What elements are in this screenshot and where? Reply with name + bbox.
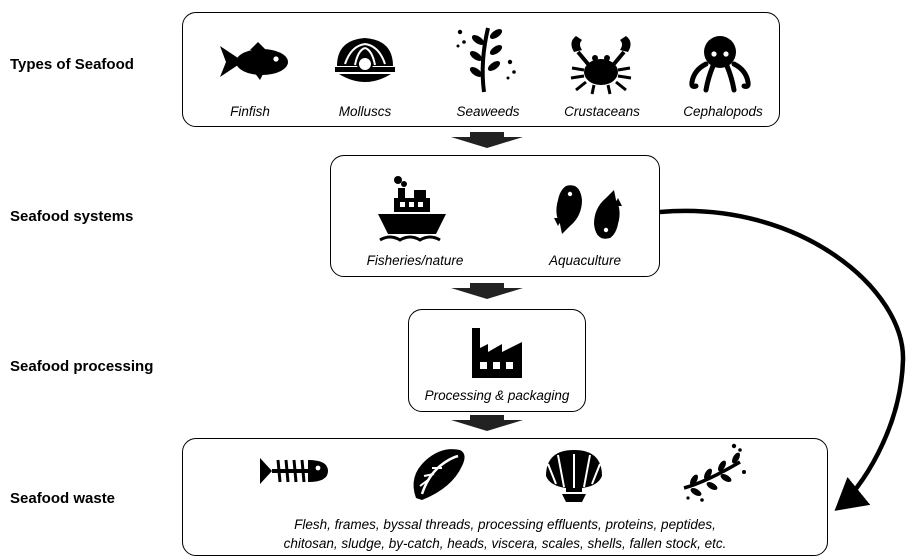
crab-icon	[570, 36, 632, 95]
arrow-types-to-systems	[451, 132, 523, 148]
oyster-pearl-icon	[335, 38, 395, 82]
arrow-systems-to-processing	[451, 283, 523, 299]
stage-label-systems: Seafood systems	[10, 208, 134, 225]
waste-description-line-1: Flesh, frames, byssal threads, processin…	[294, 517, 716, 532]
caption-molluscs: Molluscs	[338, 104, 392, 119]
mussel-icon	[413, 449, 465, 500]
waste-description: Flesh, frames, byssal threads, processin…	[190, 515, 820, 553]
caption-processing: Processing & packaging	[424, 388, 570, 403]
stage-label-types: Types of Seafood	[10, 56, 134, 73]
fish-icon	[220, 42, 288, 80]
koi-fish-icon	[554, 185, 622, 239]
arrow-processing-to-waste	[451, 415, 523, 431]
caption-aquaculture: Aquaculture	[548, 253, 622, 268]
caption-finfish: Finfish	[230, 104, 270, 119]
caption-cephalopods: Cephalopods	[683, 104, 763, 119]
ship-icon	[378, 176, 446, 242]
waste-description-line-2: chitosan, sludge, by-catch, heads, visce…	[283, 536, 727, 551]
octopus-icon	[689, 36, 751, 93]
factory-icon	[472, 328, 522, 378]
stage-label-waste: Seafood waste	[10, 490, 116, 507]
arrow-aquaculture-to-waste	[659, 208, 906, 511]
caption-seaweeds: Seaweeds	[456, 104, 520, 119]
waste-seaweed-icon	[683, 443, 746, 502]
seaweed-icon	[456, 27, 516, 93]
waste-box	[182, 438, 828, 556]
caption-fisheries: Fisheries/nature	[366, 253, 464, 268]
stage-label-processing: Seafood processing	[10, 358, 154, 375]
scallop-shell-icon	[546, 450, 602, 502]
fish-bone-icon	[260, 458, 328, 484]
caption-crustaceans: Crustaceans	[564, 104, 640, 119]
